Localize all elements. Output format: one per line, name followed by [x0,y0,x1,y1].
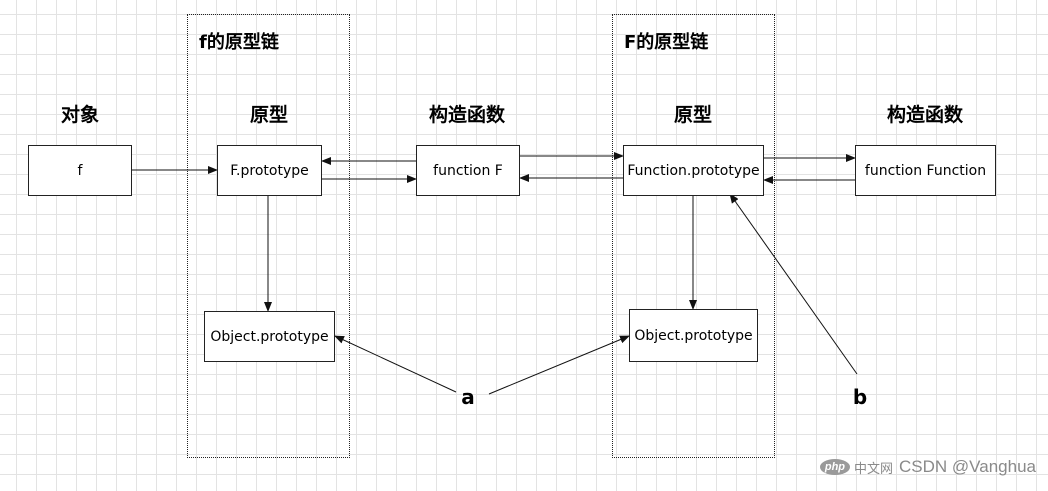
php-logo-icon: php 中文网 [819,458,893,477]
group-F-prototype-chain [612,14,775,458]
header-prototype-right: 原型 [673,104,713,126]
header-constructor-right: 构造函数 [886,104,964,126]
group-title-F: F的原型链 [624,32,709,53]
node-function-prototype: Function.prototype [623,145,764,196]
group-title-f: f的原型链 [199,32,279,53]
header-constructor-left: 构造函数 [428,104,506,126]
edge-a-to-objectprototype-right [488,335,630,395]
header-object: 对象 [60,104,100,126]
node-function-Function: function Function [855,145,996,196]
edge-b-to-functionprototype [729,193,858,375]
group-f-prototype-chain [187,14,350,458]
node-function-F: function F [416,145,520,196]
edge-a-to-objectprototype-left [334,335,457,393]
node-f: f [28,145,132,196]
watermark-text: CSDN @Vanghua [899,457,1036,476]
node-object-prototype-left: Object.prototype [204,311,335,362]
pointer-label-b: b [852,385,868,409]
watermark: php 中文网 CSDN @Vanghua [819,457,1036,477]
pointer-label-a: a [461,385,475,409]
node-F-prototype: F.prototype [217,145,322,196]
node-object-prototype-right: Object.prototype [629,309,758,362]
header-prototype-left: 原型 [249,104,289,126]
